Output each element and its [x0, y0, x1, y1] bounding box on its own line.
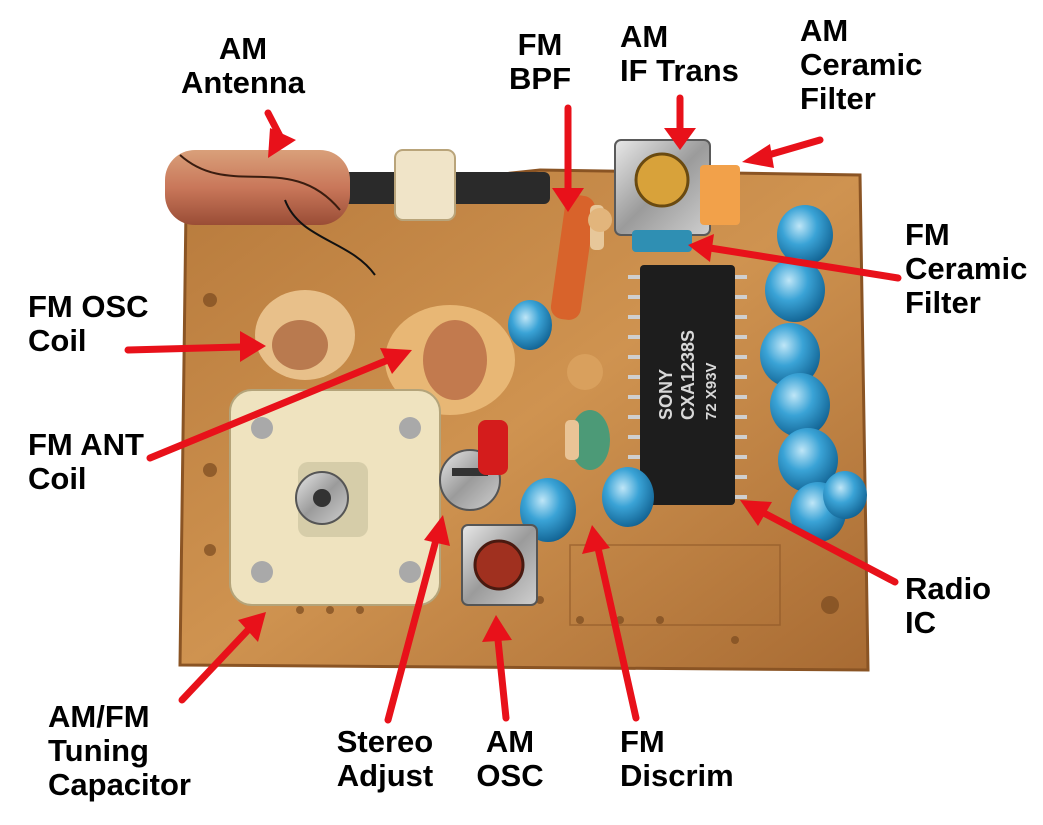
arrow-fm-ceramic-filter — [688, 234, 902, 282]
label-fm-discrim: FM Discrim — [620, 724, 734, 793]
arrow-fm-ant-coil — [146, 348, 412, 462]
arrow-fm-discrim — [582, 525, 640, 722]
label-fm-ceramic-filter: FM Ceramic Filter — [905, 217, 1028, 320]
arrow-am-if-trans — [664, 94, 696, 150]
arrow-tuning-capacitor — [178, 612, 266, 704]
label-fm-bpf: FM BPF — [509, 27, 571, 96]
arrow-am-osc — [482, 615, 512, 722]
label-stereo-adjust: Stereo Adjust — [336, 724, 434, 793]
arrow-am-antenna — [264, 109, 296, 158]
small-components — [565, 208, 612, 470]
arrow-am-ceramic-filter — [742, 136, 824, 168]
label-fm-ant-coil: FM ANT Coil — [28, 427, 144, 496]
label-am-ceramic-filter: AM Ceramic Filter — [800, 13, 923, 116]
stereo-adjust-pot — [439, 420, 508, 511]
am-osc-coil — [461, 524, 538, 606]
arrow-stereo-adjust — [384, 515, 450, 724]
arrow-fm-osc-coil — [124, 331, 266, 362]
am-antenna-rod — [165, 149, 550, 276]
arrow-radio-ic — [740, 500, 899, 586]
label-am-osc: AM OSC — [476, 724, 544, 793]
annotation-arrows — [124, 94, 902, 724]
label-am-if-trans: AM IF Trans — [620, 19, 739, 88]
capacitor-bank — [508, 205, 867, 542]
radio-ic-chip: SONY CXA1238S 72 X93V — [628, 265, 747, 505]
label-radio-ic: Radio IC — [905, 571, 992, 640]
tuning-capacitor — [229, 389, 441, 606]
fm-ceramic-filter-component — [632, 230, 692, 252]
chip-part-text: CXA1238S — [678, 330, 698, 420]
am-if-transformer — [614, 139, 740, 236]
chip-brand-text: SONY — [656, 369, 676, 420]
chip-code-text: 72 X93V — [703, 362, 720, 420]
label-fm-osc-coil: FM OSC Coil — [28, 289, 149, 358]
label-am-antenna: AM Antenna — [181, 31, 305, 100]
label-am-fm-tuning-capacitor: AM/FM Tuning Capacitor — [48, 699, 191, 802]
arrow-fm-bpf — [552, 104, 584, 212]
fm-coils — [255, 290, 515, 415]
